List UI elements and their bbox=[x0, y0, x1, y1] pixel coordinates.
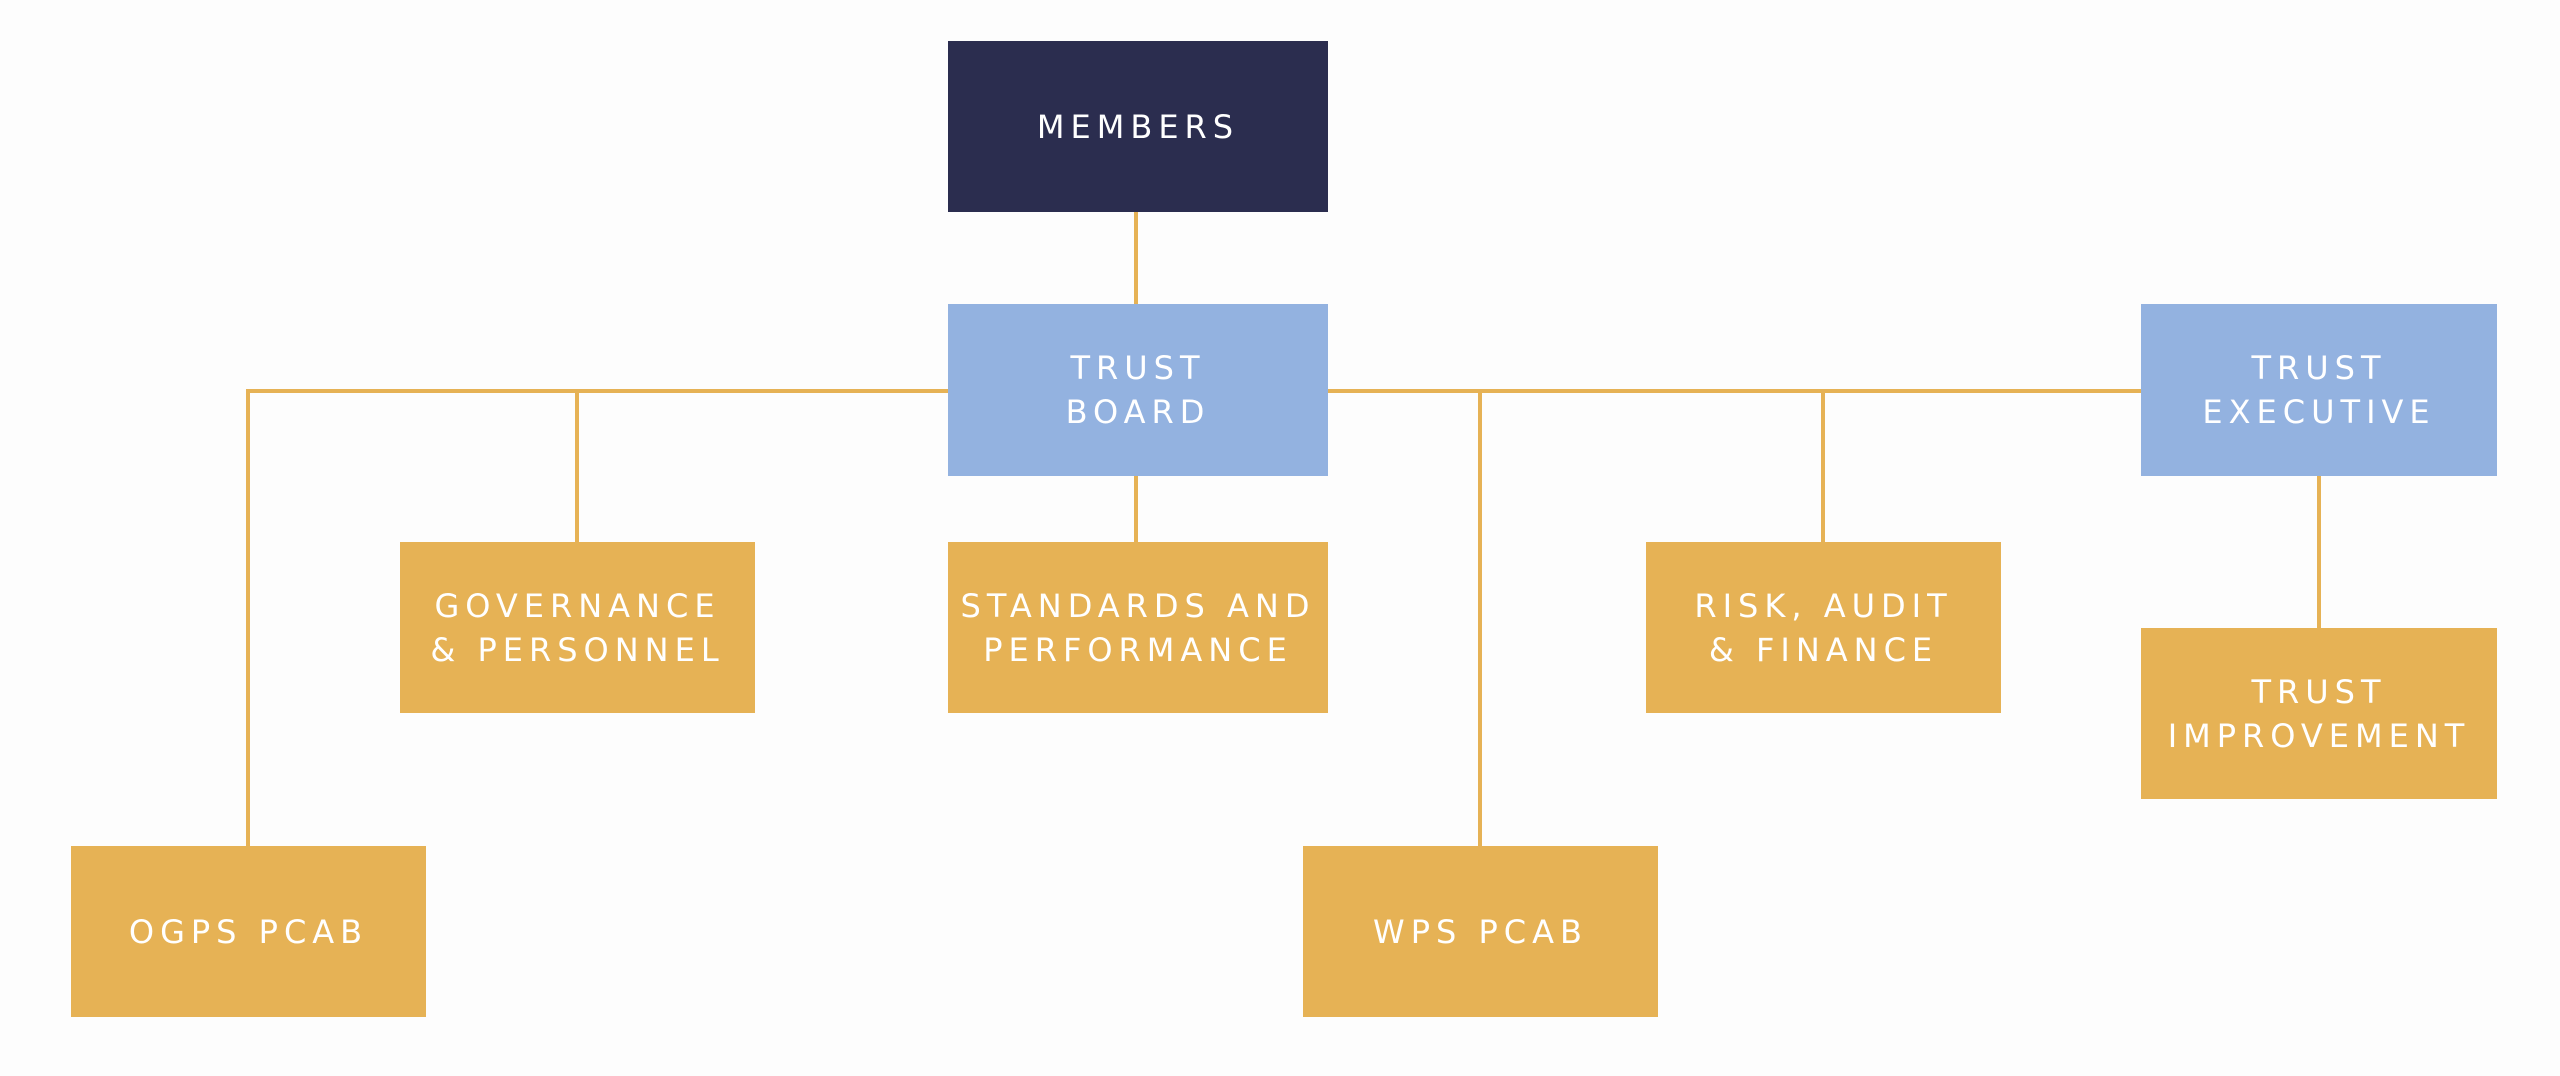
risk-audit-finance-label: RISK, AUDIT & FINANCE bbox=[1694, 586, 1953, 669]
ogps-pcab-box: OGPS PCAB bbox=[71, 846, 426, 1017]
standards-performance-label: STANDARDS AND PERFORMANCE bbox=[960, 586, 1316, 669]
trust-executive-label: TRUST EXECUTIVE bbox=[2202, 349, 2436, 431]
governance-personnel-box: GOVERNANCE & PERSONNEL bbox=[400, 542, 755, 713]
wps-pcab-label: WPS PCAB bbox=[1373, 912, 1588, 951]
governance-personnel-label: GOVERNANCE & PERSONNEL bbox=[430, 586, 725, 669]
trust-executive-box: TRUST EXECUTIVE bbox=[2141, 304, 2497, 476]
risk-audit-finance-box: RISK, AUDIT & FINANCE bbox=[1646, 542, 2001, 713]
trust-board-box: TRUST BOARD bbox=[948, 304, 1328, 476]
trust-improvement-label: TRUST IMPROVEMENT bbox=[2167, 672, 2471, 755]
standards-performance-box: STANDARDS AND PERFORMANCE bbox=[948, 542, 1328, 713]
trust-improvement-box: TRUST IMPROVEMENT bbox=[2141, 628, 2497, 799]
ogps-pcab-label: OGPS PCAB bbox=[128, 912, 369, 951]
wps-pcab-box: WPS PCAB bbox=[1303, 846, 1658, 1017]
members-box: MEMBERS bbox=[948, 41, 1328, 212]
trust-board-label: TRUST BOARD bbox=[1065, 349, 1211, 431]
members-label: MEMBERS bbox=[1036, 107, 1240, 146]
